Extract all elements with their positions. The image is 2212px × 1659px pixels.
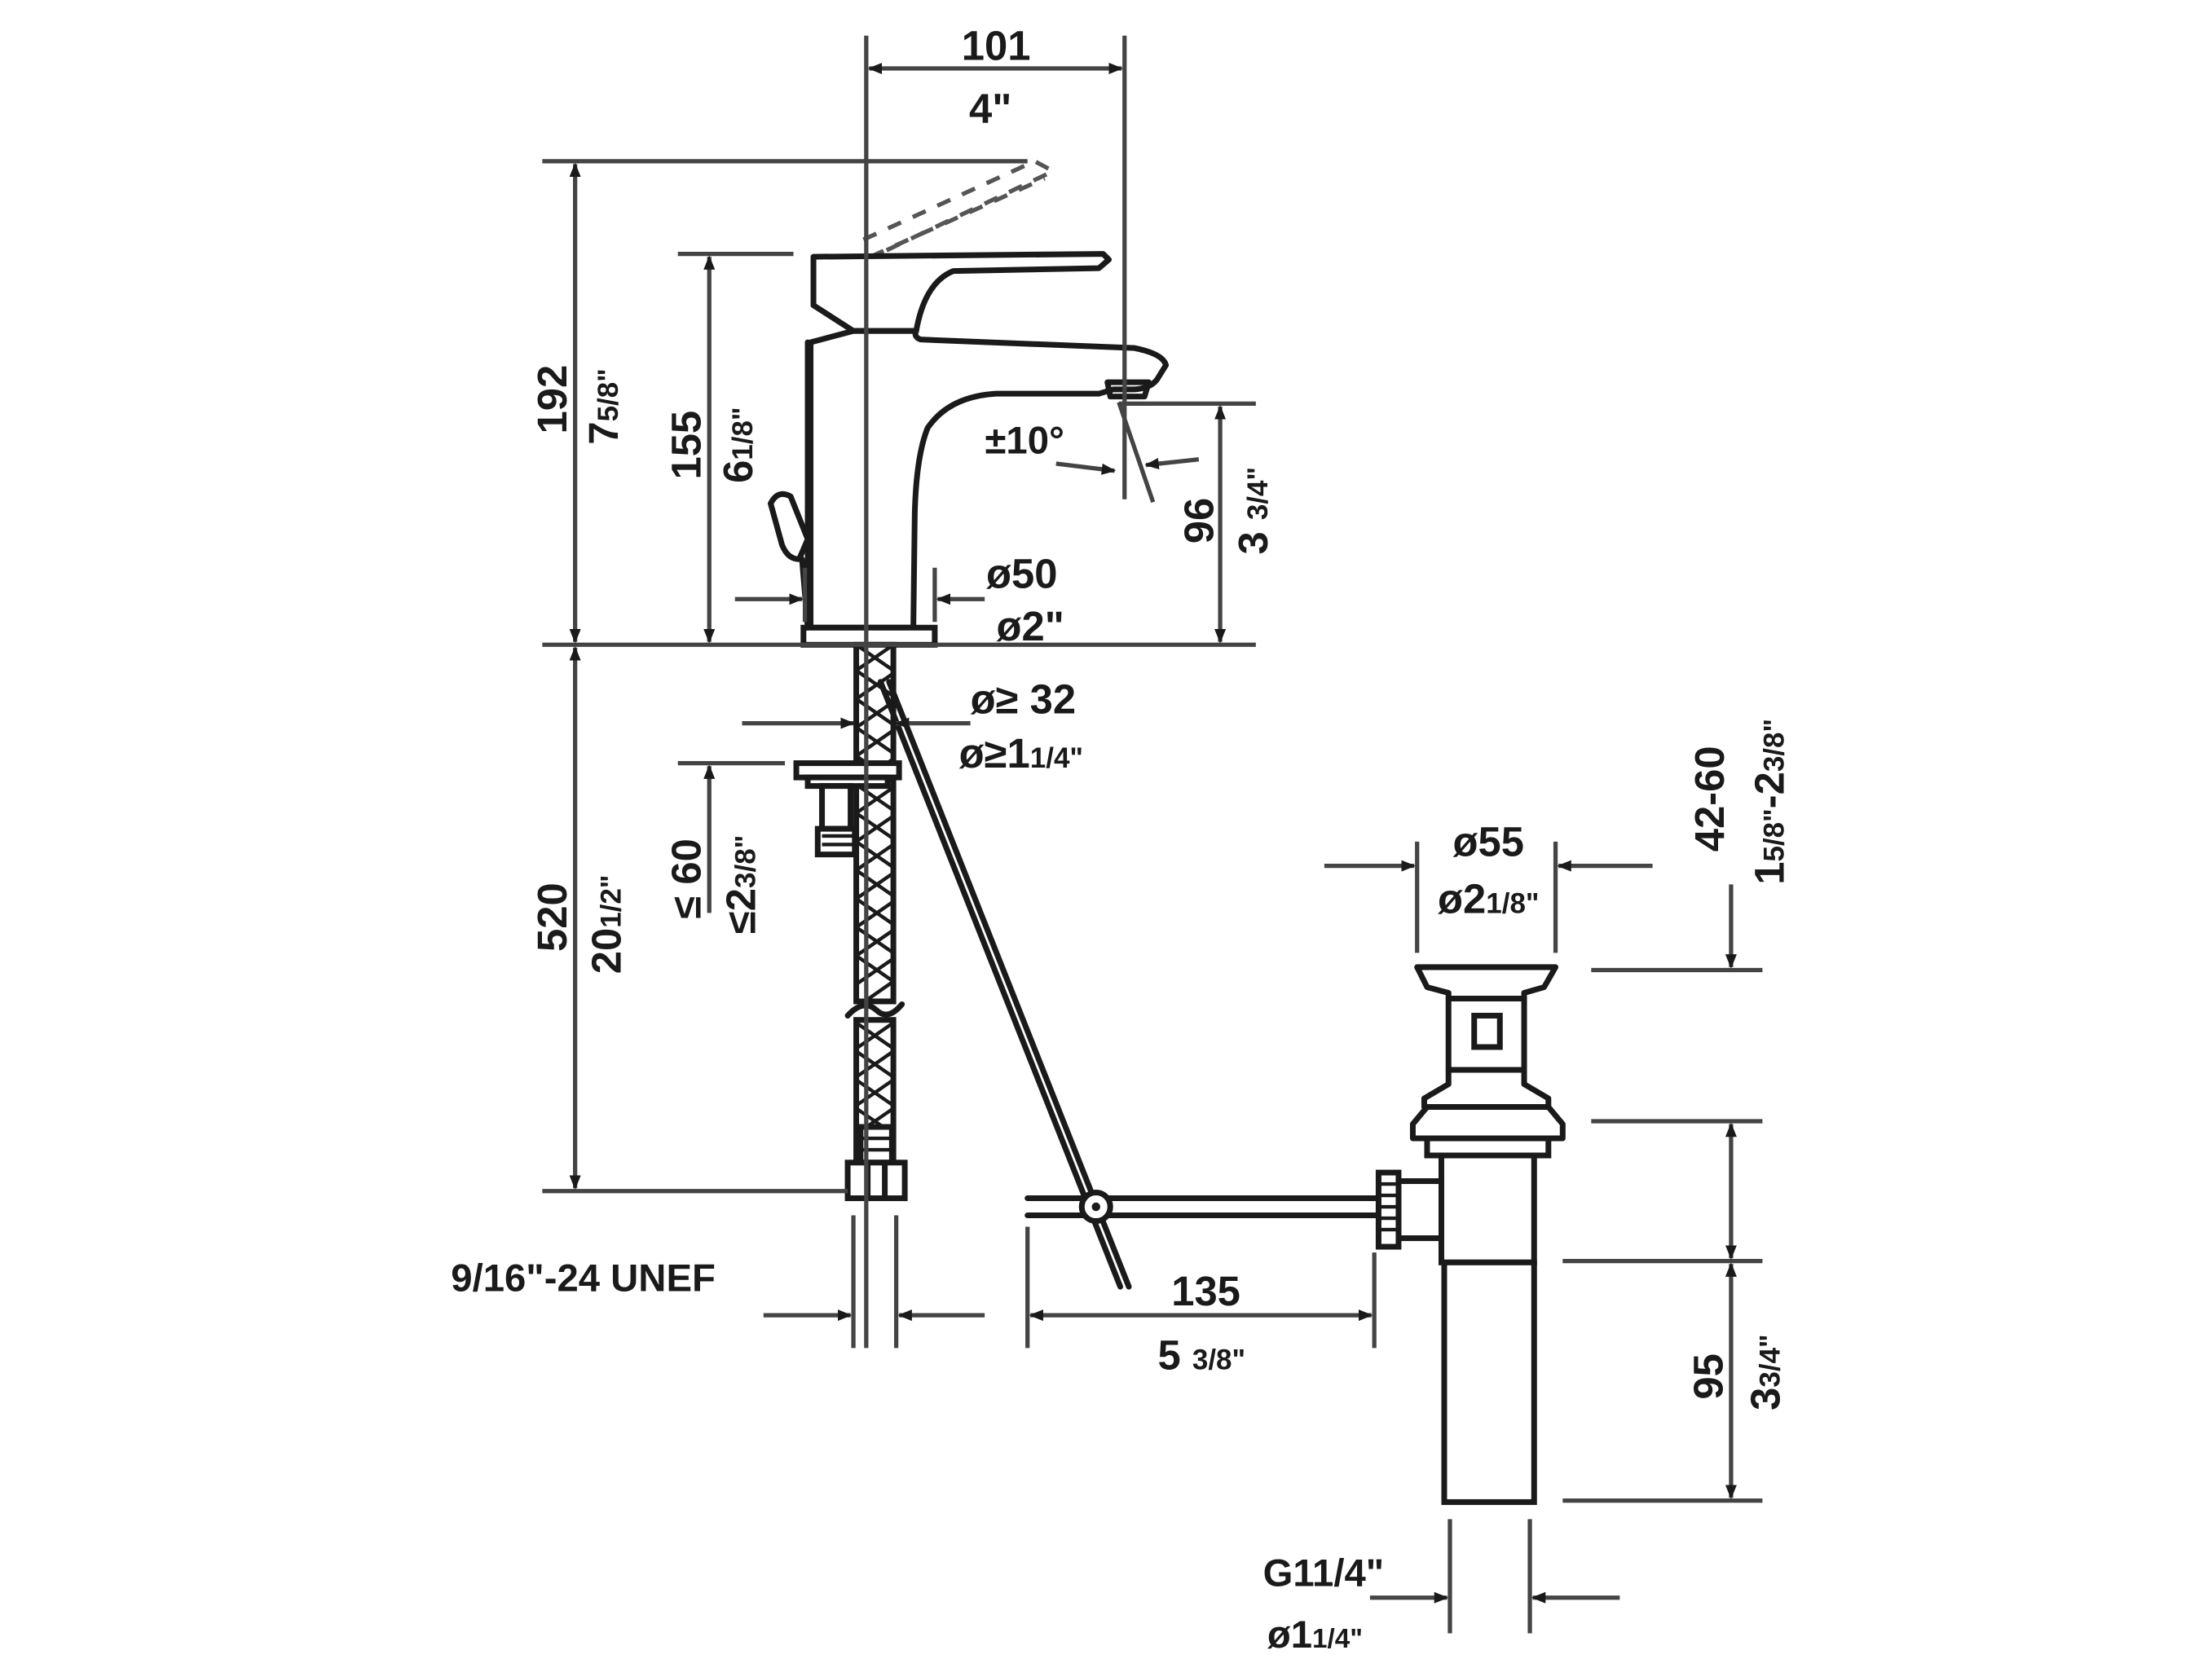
thread-spec: 9/16"-24 UNEF (451, 1256, 716, 1300)
drain-flange-inch-fraction: 1/8" (1486, 887, 1539, 919)
drain-range-inch-b-fraction: 3/8" (1759, 719, 1791, 772)
svg-text:≤23/8": ≤23/8" (717, 835, 764, 934)
svg-text:ø≥11/4": ø≥11/4" (959, 730, 1083, 777)
hose-length-label: 520 (529, 882, 575, 952)
drain-range-mm: 42-60 (1686, 746, 1733, 852)
deck-thickness-inch-fraction: 3/8" (729, 835, 761, 888)
spout-clearance-inch-fraction: 3/4" (1242, 467, 1274, 520)
drain-thread-inch: ø1 (1267, 1613, 1312, 1657)
drain-tail-inch-label: 33/4" (1742, 1334, 1788, 1410)
svg-text:5 3/8": 5 3/8" (1158, 1332, 1246, 1379)
rod-length-mm: 135 (1171, 1268, 1240, 1314)
faucet-body (768, 158, 1170, 648)
supply-hoses (793, 641, 908, 1202)
spout-clearance-label: 96 (1175, 498, 1222, 543)
drain-flange-mm: ø55 (1453, 818, 1524, 865)
deck-thickness-inch: ≤2 (717, 888, 764, 934)
drain-flange-inch: ø2 (1438, 875, 1486, 922)
spout-height-inch-label: 61/8" (715, 407, 761, 482)
spout-height-inch: 6 (715, 460, 761, 483)
drain-range-label: 42-60 (1686, 746, 1733, 852)
hose-length-inch-fraction: 1/2" (596, 875, 628, 928)
dimension-labels: 101 4" 192 75/8" 155 61/8" ±10° 96 3 3/4… (451, 23, 1792, 1657)
pop-up-rod (877, 679, 1381, 1290)
rod-length-inch: 5 (1158, 1332, 1192, 1379)
total-height-label: 192 (529, 365, 575, 434)
rod-length-inch-fraction: 3/8" (1192, 1344, 1245, 1376)
spout-height-inch-fraction: 1/8" (727, 407, 759, 460)
drain-range-inch-a: 1 (1747, 862, 1793, 885)
drain-assembly (1375, 964, 1566, 1505)
drain-range-inch-a-fraction: 5/8" (1759, 808, 1791, 861)
base-diameter-mm: ø50 (986, 550, 1057, 596)
hose-length-inch: 20 (584, 928, 630, 974)
total-height-mm: 192 (529, 365, 575, 434)
spout-clearance-inch-label: 3 3/4" (1230, 467, 1276, 555)
base-diameter-inch: ø2" (997, 603, 1064, 649)
spout-height-mm: 155 (663, 411, 710, 480)
dimension-lines (569, 63, 1737, 1604)
total-height-inch-fraction: 5/8" (593, 368, 624, 421)
drain-thread-spec: G11/4" (1263, 1552, 1385, 1595)
drain-tail-inch-fraction: 3/4" (1754, 1334, 1786, 1387)
spout-clearance-inch: 3 (1230, 520, 1276, 554)
svg-text:75/8": 75/8" (580, 368, 627, 444)
total-height-inch-label: 75/8" (580, 368, 627, 444)
drain-range-inch-label: 15/8"-23/8" (1747, 719, 1793, 885)
hole-diameter-mm: ø≥ 32 (971, 675, 1076, 722)
hole-diameter-inch: ø≥1 (959, 730, 1030, 777)
svg-text:3 3/4": 3 3/4" (1230, 467, 1276, 555)
svg-text:201/2": 201/2" (584, 875, 630, 975)
svg-text:15/8"-23/8": 15/8"-23/8" (1747, 719, 1793, 885)
deck-thickness-label: ≤ 60 (663, 838, 710, 918)
deck-thickness-inch-label: ≤23/8" (717, 835, 764, 934)
handle-reach-mm: 101 (962, 23, 1031, 69)
spout-clearance-mm: 96 (1175, 498, 1222, 543)
drain-tail-inch: 3 (1742, 1388, 1788, 1410)
deck-thickness-mm: ≤ 60 (663, 838, 710, 918)
drain-thread-inch-fraction: 1/4" (1312, 1624, 1363, 1654)
svg-text:61/8": 61/8" (715, 407, 761, 482)
total-height-inch: 7 (580, 421, 627, 444)
extension-lines (542, 35, 1763, 1634)
drain-tail-mm: 95 (1685, 1353, 1731, 1399)
spout-swivel-angle: ±10° (985, 420, 1064, 463)
svg-text:ø21/8": ø21/8" (1438, 875, 1540, 922)
svg-text:33/4": 33/4" (1742, 1334, 1788, 1410)
svg-text:ø11/4": ø11/4" (1267, 1613, 1363, 1657)
hose-length-mm: 520 (529, 882, 575, 952)
spout-height-label: 155 (663, 411, 710, 480)
drain-tail-label: 95 (1685, 1353, 1731, 1399)
hole-diameter-inch-fraction: 1/4" (1030, 742, 1083, 774)
drain-range-inch-b: -2 (1747, 772, 1793, 808)
handle-reach-inch: 4" (969, 86, 1011, 132)
hose-length-inch-label: 201/2" (584, 875, 630, 975)
